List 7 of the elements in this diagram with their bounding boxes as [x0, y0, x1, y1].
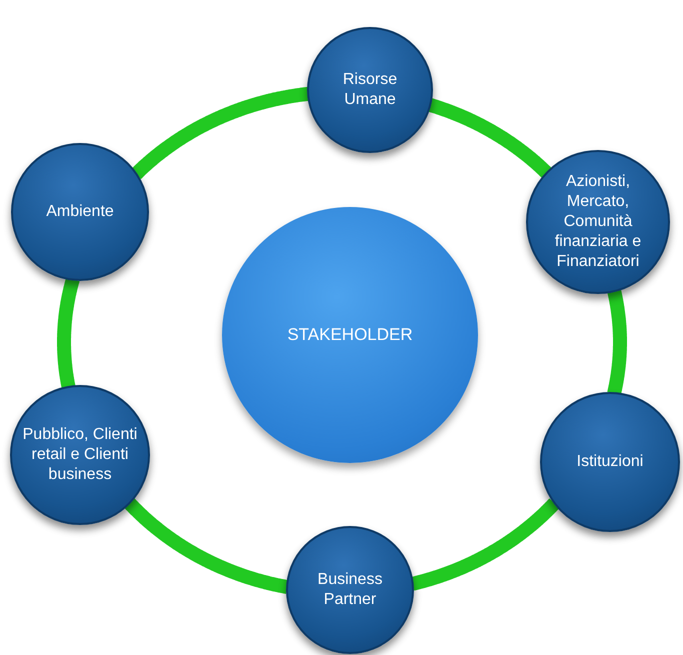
circle-label: Azionisti, Mercato, Comunità finanziaria e Finanziatori	[554, 172, 642, 272]
circle-label: Business Partner	[316, 570, 384, 610]
circle-label: Ambiente	[46, 202, 114, 222]
circle-label: Pubblico, Clienti retail e Clienti business	[22, 425, 138, 485]
circle-label: Risorse Umane	[342, 70, 398, 110]
circle-label: Istituzioni	[576, 452, 644, 472]
circle-label: STAKEHOLDER	[287, 324, 413, 346]
